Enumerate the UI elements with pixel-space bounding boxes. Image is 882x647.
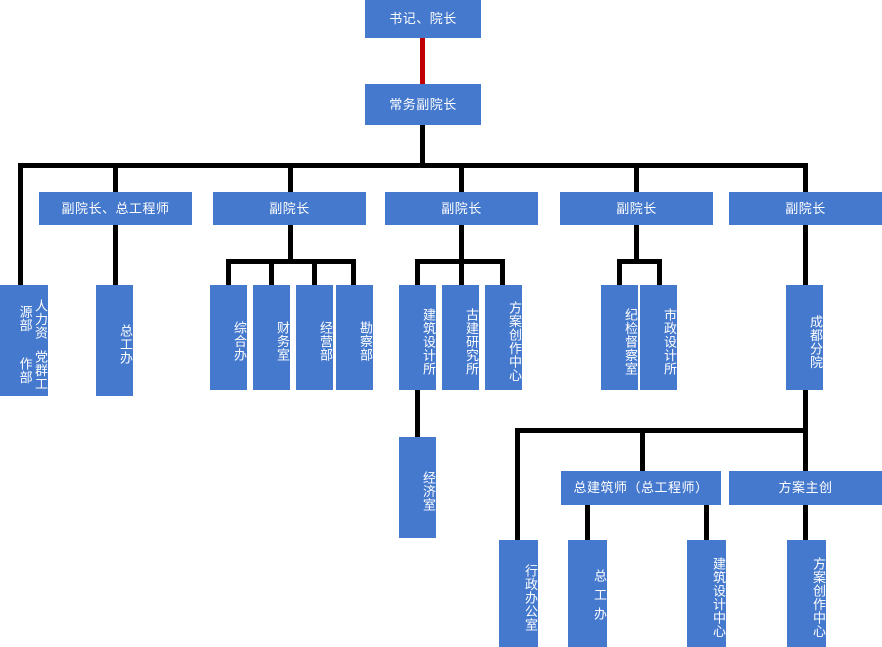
node-lead-scheme-designer[interactable]: 方案主创	[729, 471, 882, 505]
node-label: 方案创作中心	[811, 557, 826, 638]
node-secretary-dean[interactable]: 书记、院长	[365, 0, 481, 38]
node-survey-dept[interactable]: 勘察部	[336, 285, 373, 390]
connector-main-bus	[18, 163, 808, 168]
connector-to-operations-dept	[312, 259, 317, 285]
connector-to-discipline-office	[617, 259, 622, 285]
node-label: 综合办	[232, 321, 247, 362]
node-municipal-design-institute[interactable]: 市政设计所	[640, 285, 677, 390]
node-vice-dean-5[interactable]: 副院长	[729, 192, 882, 225]
connector-to-municipal-institute	[657, 259, 662, 285]
node-label: 副院长、总工程师	[61, 200, 170, 216]
node-label: 建筑设计所	[421, 307, 436, 376]
node-label: 副院长	[785, 200, 826, 216]
node-vice-dean-2[interactable]: 副院长	[213, 192, 366, 225]
node-label: 副院长	[269, 200, 310, 216]
connector-to-finance-office	[269, 259, 274, 285]
node-label: 纪检督察室	[623, 307, 638, 376]
connector-chengdu-bus	[515, 428, 808, 433]
connector-executive-down	[420, 125, 425, 167]
connector-bus-to-lead-scheme	[803, 428, 808, 472]
node-label: 行政办公室	[523, 563, 538, 632]
node-ancient-architecture-institute[interactable]: 古建研究所	[442, 285, 479, 390]
connector-vicedean4-down	[634, 225, 639, 262]
node-architectural-design-institute[interactable]: 建筑设计所	[399, 285, 436, 390]
node-label: 副院长	[616, 200, 657, 216]
node-chief-architect[interactable]: 总建筑师（总工程师）	[561, 471, 721, 505]
connector-to-general-office	[226, 259, 231, 285]
node-vice-dean-chief-engineer[interactable]: 副院长、总工程师	[39, 192, 192, 225]
node-architectural-design-center[interactable]: 建筑设计中心	[687, 540, 726, 647]
node-label: 总工办	[118, 324, 133, 365]
node-general-office[interactable]: 综合办	[210, 285, 247, 390]
node-vice-dean-3[interactable]: 副院长	[385, 192, 538, 225]
node-label: 副院长	[441, 200, 482, 216]
node-executive-vice-dean[interactable]: 常务副院长	[365, 84, 481, 125]
connector-bus-to-vicedean4	[634, 163, 639, 192]
connector-bus-to-vicedean3	[459, 163, 464, 192]
node-chengdu-branch[interactable]: 成都分院	[786, 285, 823, 390]
connector-vicedean4-bus	[617, 259, 662, 264]
node-label: 建筑设计中心	[711, 557, 726, 638]
node-label: 经济室	[421, 471, 436, 512]
node-label: 书记、院长	[389, 11, 457, 27]
connector-bus-to-vicedean1	[113, 163, 118, 192]
node-label: 方案主创	[778, 480, 833, 496]
connector-chiefarchitect-to-chiefeng-office	[585, 505, 590, 540]
node-label: 常务副院长	[389, 96, 457, 112]
node-label: 勘察部	[358, 321, 373, 362]
connector-leadscheme-to-center	[803, 505, 808, 540]
connector-bus-to-vicedean2	[288, 163, 293, 192]
node-label: 成都分院	[808, 314, 823, 369]
node-label: 市政设计所	[662, 307, 677, 376]
connector-archinstitute-to-economics	[415, 390, 420, 437]
node-branch-scheme-creation-center[interactable]: 方案创作中心	[787, 540, 826, 647]
node-label: 总建筑师（总工程师）	[573, 480, 709, 496]
connector-bus-to-vicedean5	[803, 163, 808, 192]
node-operations-dept[interactable]: 经营部	[296, 285, 333, 390]
connector-bus-to-hr	[18, 163, 23, 285]
node-label-hr: 人力资源部	[17, 298, 48, 340]
connector-vicedean3-down	[459, 225, 464, 262]
node-label: 财务室	[275, 321, 290, 362]
connector-bus-to-admin-office	[515, 428, 520, 540]
node-label: 古建研究所	[464, 307, 479, 376]
node-label: 方案创作中心	[507, 301, 522, 382]
node-administrative-office[interactable]: 行政办公室	[499, 540, 538, 647]
node-hr-and-party-work[interactable]: 人力资源部 党群工作部	[0, 285, 48, 396]
node-finance-office[interactable]: 财务室	[253, 285, 290, 390]
node-label: 总工办	[592, 569, 607, 626]
node-discipline-inspection-office[interactable]: 纪检督察室	[601, 285, 638, 390]
node-scheme-creation-center[interactable]: 方案创作中心	[485, 285, 522, 390]
node-vice-dean-4[interactable]: 副院长	[560, 192, 713, 225]
connector-vicedean1-to-chiefeng-office	[113, 225, 118, 285]
connector-chengdu-down	[803, 390, 808, 432]
node-economics-office[interactable]: 经济室	[399, 437, 436, 538]
connector-vicedean2-down	[288, 225, 293, 262]
connector-to-scheme-center	[500, 259, 505, 285]
node-chief-engineer-office[interactable]: 总工办	[96, 285, 133, 396]
connector-to-arch-design-institute	[415, 259, 420, 285]
connector-vicedean5-to-chengdu	[803, 225, 808, 285]
connector-to-survey-dept	[351, 259, 356, 285]
connector-to-ancient-arch-institute	[459, 259, 464, 285]
node-branch-chief-engineer-office[interactable]: 总工办	[568, 540, 607, 647]
connector-vicedean2-bus	[226, 259, 356, 264]
node-label-party-work: 党群工作部	[17, 350, 48, 391]
connector-secretary-to-executive	[420, 38, 425, 86]
node-label: 经营部	[318, 321, 333, 362]
connector-bus-to-chief-architect	[640, 428, 645, 472]
connector-chiefarchitect-to-design-center	[704, 505, 709, 540]
